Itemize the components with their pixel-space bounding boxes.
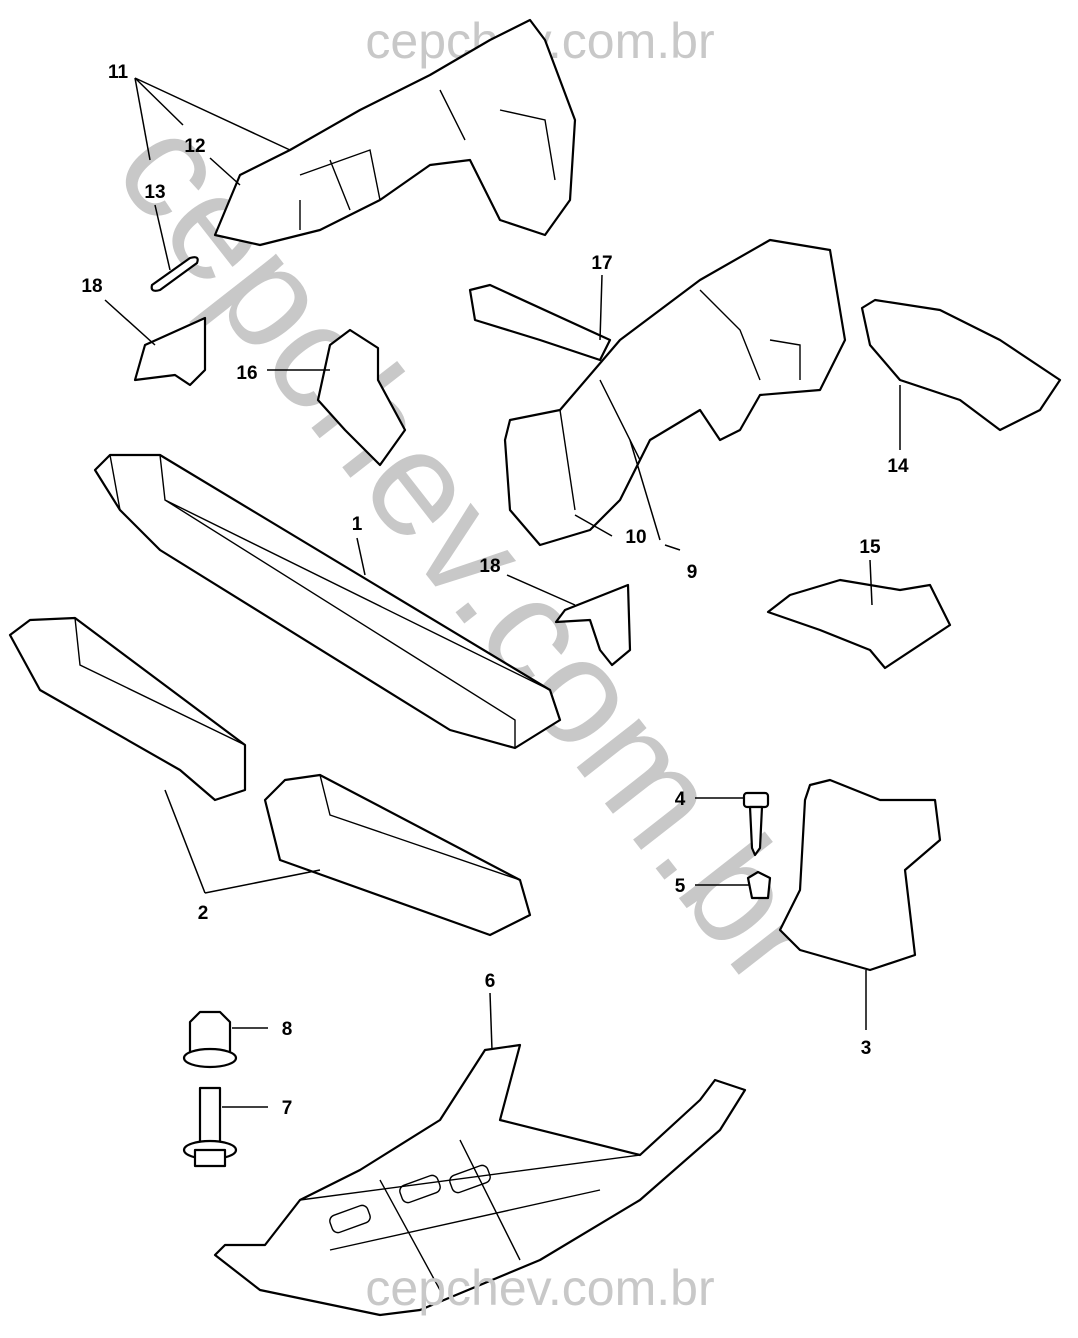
- callout-7: 7: [282, 1098, 293, 1119]
- part-3-bracket: [778, 778, 942, 972]
- watermark-bottom: cepchev.com.br: [365, 1260, 714, 1316]
- part-7-bolt: [182, 1086, 238, 1168]
- part-1-crossmember: [93, 453, 562, 750]
- leader-lines: [104, 77, 901, 1108]
- callout-18-middle: 18: [479, 556, 500, 577]
- callout-8: 8: [282, 1019, 293, 1040]
- callout-18-left: 18: [81, 276, 102, 297]
- callout-3: 3: [861, 1038, 872, 1059]
- callout-16: 16: [236, 363, 257, 384]
- callout-13: 13: [144, 182, 165, 203]
- part-4-screw: [742, 791, 770, 857]
- part-2-crossmember-halves: [8, 616, 532, 937]
- part-16-bracket: [316, 328, 407, 467]
- part-18-bracket-middle: [554, 583, 632, 667]
- callout-4: 4: [675, 789, 686, 810]
- callout-2: 2: [198, 903, 209, 924]
- callout-10: 10: [625, 527, 646, 548]
- callout-17: 17: [591, 253, 612, 274]
- part-13-seal: [150, 256, 199, 292]
- callout-12: 12: [184, 136, 205, 157]
- part-5-clip-nut: [746, 870, 772, 900]
- part-14-wheelhouse-right: [860, 298, 1062, 432]
- part-front-apron-right: [468, 238, 847, 547]
- part-8-nut: [182, 1010, 238, 1069]
- callout-11: 11: [108, 62, 129, 83]
- callout-6: 6: [485, 971, 496, 992]
- part-front-wheelhouse-left: [213, 18, 577, 247]
- part-6-skid-plate: [213, 1043, 747, 1317]
- callout-5: 5: [675, 876, 686, 897]
- callout-14: 14: [887, 456, 909, 477]
- callout-9: 9: [687, 562, 698, 583]
- part-15-bracket: [766, 578, 952, 670]
- callout-15: 15: [859, 537, 881, 558]
- part-18-bracket-left: [133, 316, 207, 387]
- callout-1: 1: [352, 514, 363, 535]
